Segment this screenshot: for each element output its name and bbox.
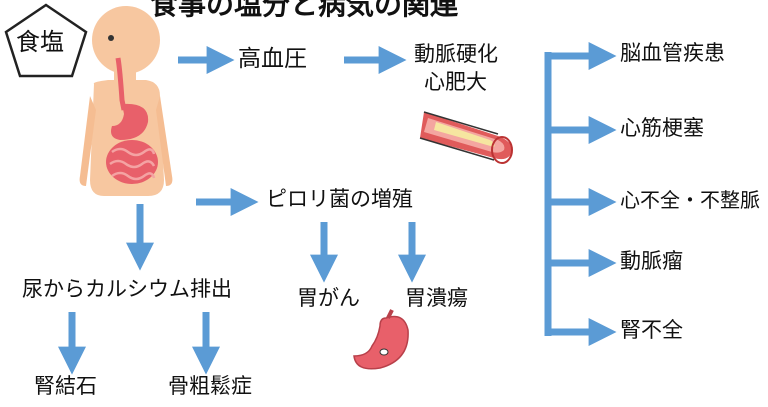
outcome-4: 動脈瘤 [620, 249, 683, 273]
node-osteoporosis: 骨粗鬆症 [168, 374, 252, 398]
outcome-1: 脳血管疾患 [620, 41, 725, 65]
body-arm-left [79, 96, 96, 186]
diagram-title: 食事の塩分と病気の関連 [150, 0, 459, 21]
stomach-illustration [353, 309, 409, 370]
intestines [106, 140, 158, 184]
node-calcium: 尿からカルシウム排出 [22, 277, 232, 301]
flow-arrows [58, 42, 617, 375]
outcome-2: 心筋梗塞 [620, 116, 704, 140]
node-pylori: ピロリ菌の増殖 [266, 187, 413, 211]
body-eye [108, 35, 114, 41]
outcome-5: 腎不全 [620, 318, 683, 342]
node-hypertension: 高血圧 [238, 46, 307, 72]
artery-illustration [419, 111, 513, 164]
body-arm-right [156, 96, 173, 186]
salt-badge-label: 食塩 [16, 28, 64, 56]
human-body-illustration [79, 6, 173, 196]
esophagus [115, 57, 127, 111]
node-arteriosclerosis-line1: 動脈硬化 [414, 42, 498, 66]
node-kidney-stone: 腎結石 [34, 374, 97, 398]
node-gastric-ulcer: 胃潰瘍 [405, 286, 468, 310]
node-stomach-cancer: 胃がん [297, 286, 360, 310]
salt-badge-pentagon [4, 3, 88, 78]
body-head [92, 6, 160, 74]
node-arteriosclerosis-line2: 心肥大 [424, 70, 487, 94]
stomach-organ [111, 103, 149, 140]
outcome-3: 心不全・不整脈 [620, 188, 760, 212]
